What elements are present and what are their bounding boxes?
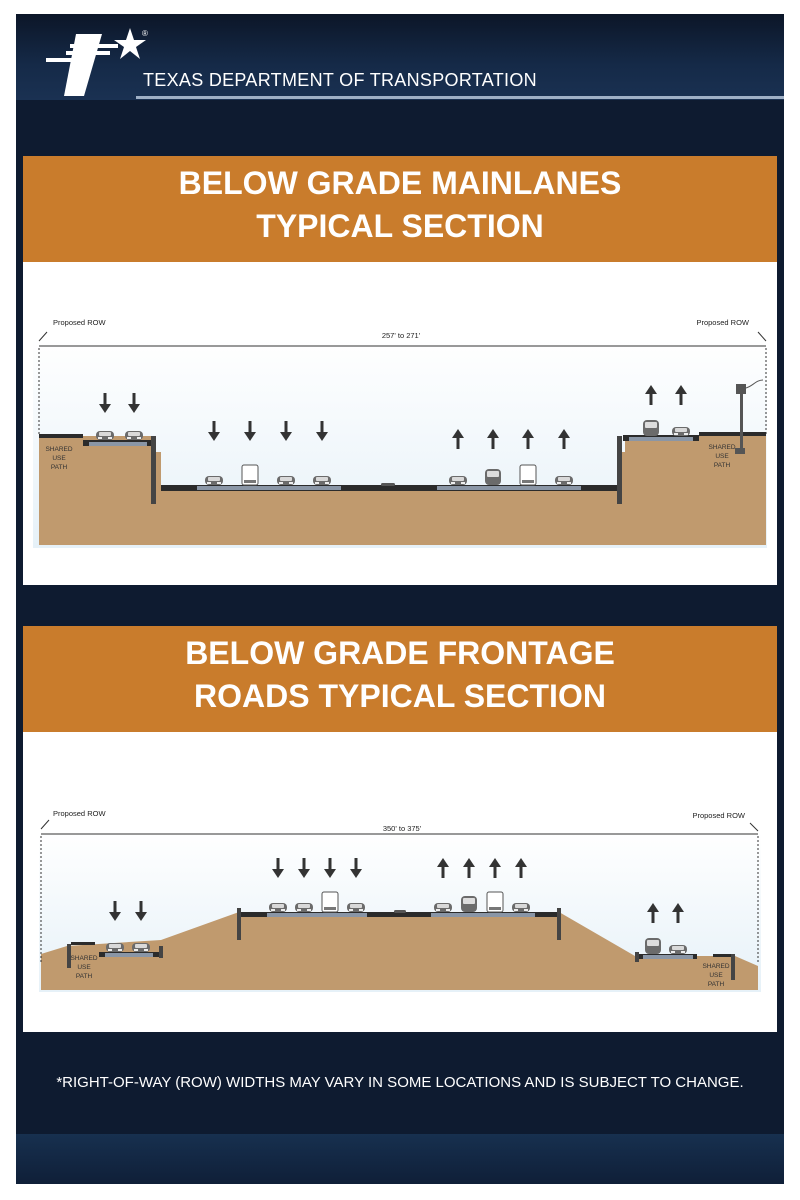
agency-name: TEXAS DEPARTMENT OF TRANSPORTATION <box>143 70 537 90</box>
mainlanes-cross-section: Proposed ROW Proposed ROW 257' to 271' S… <box>33 318 767 548</box>
section-2-diagram-panel: Proposed ROW Proposed ROW 350' to 375' S… <box>23 732 777 1032</box>
poster: ® TEXAS DEPARTMENT OF TRANSPORTATION BEL… <box>16 14 784 1184</box>
svg-text:SHARED: SHARED <box>702 963 729 970</box>
svg-text:USE: USE <box>709 972 723 979</box>
header: ® TEXAS DEPARTMENT OF TRANSPORTATION <box>16 14 784 100</box>
section-1-title-line-2: TYPICAL SECTION <box>256 208 544 244</box>
svg-text:USE: USE <box>77 964 91 971</box>
svg-text:®: ® <box>142 29 148 38</box>
section-2-banner: BELOW GRADE FRONTAGE ROADS TYPICAL SECTI… <box>23 626 777 732</box>
svg-text:PATH: PATH <box>51 464 68 471</box>
row-width-footnote: *RIGHT-OF-WAY (ROW) WIDTHS MAY VARY IN S… <box>56 1074 744 1091</box>
section-1-banner: BELOW GRADE MAINLANES TYPICAL SECTION <box>23 156 777 262</box>
txdot-star-logo: ® <box>46 28 148 96</box>
svg-text:PATH: PATH <box>708 981 725 988</box>
width-label-2: 350' to 375' <box>383 824 422 833</box>
svg-text:SHARED: SHARED <box>708 444 735 451</box>
section-2-title-line-2: ROADS TYPICAL SECTION <box>194 678 606 714</box>
header-rule <box>136 96 784 99</box>
svg-text:USE: USE <box>715 453 729 460</box>
svg-text:SHARED: SHARED <box>70 955 97 962</box>
row-left-label: Proposed ROW <box>53 318 106 327</box>
section-1-title-line-1: BELOW GRADE MAINLANES <box>178 165 622 201</box>
section-2-title-line-1: BELOW GRADE FRONTAGE <box>185 635 615 671</box>
svg-text:PATH: PATH <box>714 462 731 469</box>
mainlanes-roadway-2 <box>241 912 557 917</box>
row-right-label: Proposed ROW <box>696 318 749 327</box>
width-label: 257' to 271' <box>382 331 421 340</box>
svg-text:SHARED: SHARED <box>45 446 72 453</box>
section-1-diagram-panel: Proposed ROW Proposed ROW 257' to 271' S… <box>23 262 777 585</box>
row-left-label-2: Proposed ROW <box>53 809 106 818</box>
footer-band <box>16 1134 784 1184</box>
ground-profile-2 <box>41 912 758 990</box>
mainlanes-roadway <box>161 485 617 491</box>
svg-text:PATH: PATH <box>76 973 93 980</box>
svg-text:USE: USE <box>52 455 66 462</box>
frontage-roads-cross-section: Proposed ROW Proposed ROW 350' to 375' S… <box>39 809 761 992</box>
row-right-label-2: Proposed ROW <box>692 811 745 820</box>
